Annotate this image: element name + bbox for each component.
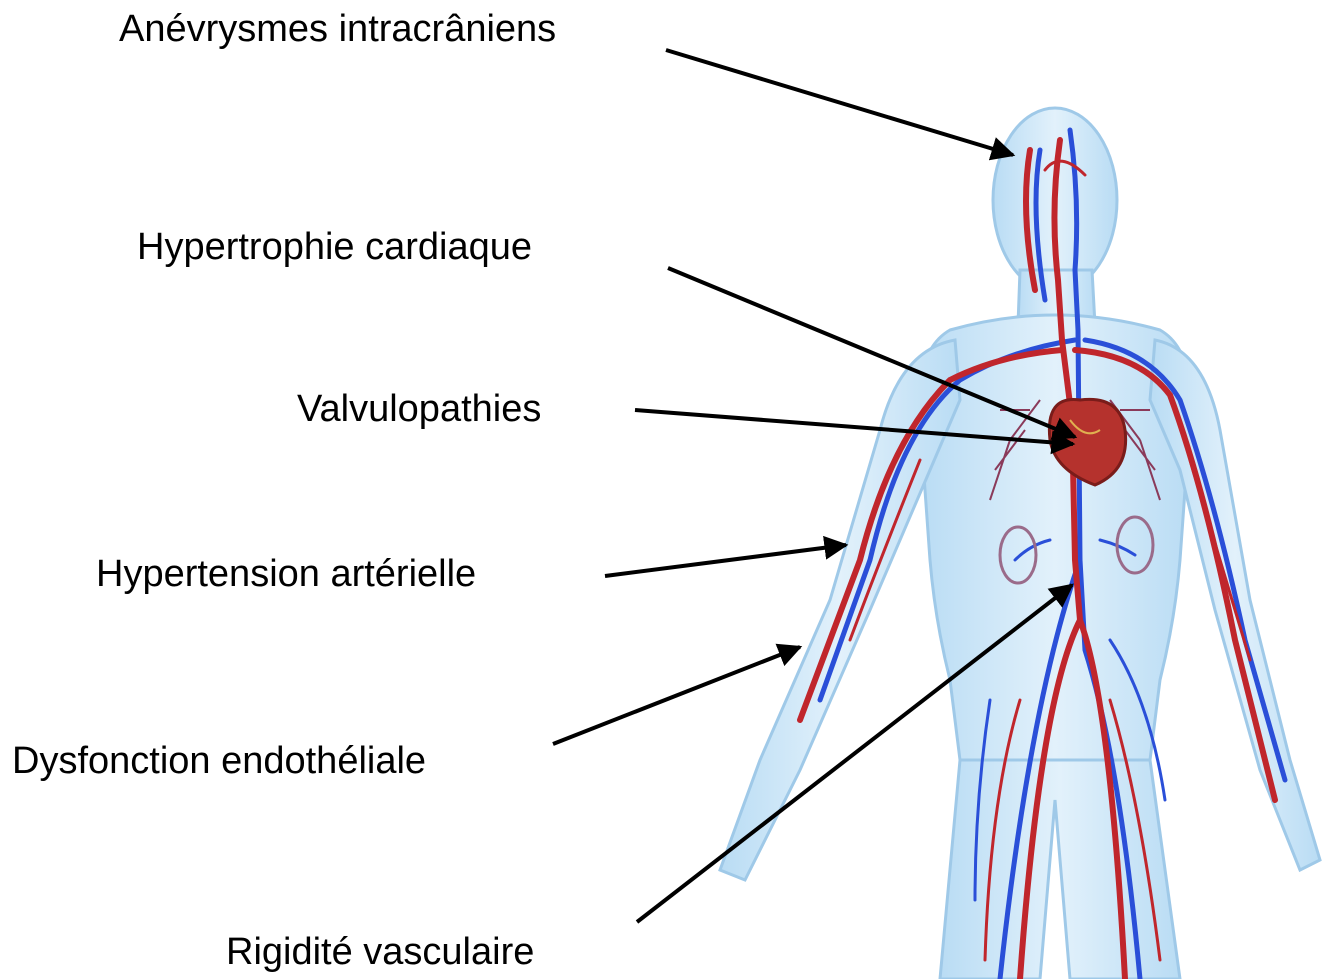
body-silhouette [720, 108, 1320, 979]
label-hypertension: Hypertension artérielle [96, 555, 476, 593]
label-aneurysms: Anévrysmes intracrâniens [119, 10, 556, 48]
label-endothelial-dysfunction: Dysfonction endothéliale [12, 742, 426, 780]
label-cardiac-hypertrophy: Hypertrophie cardiaque [137, 228, 532, 266]
label-valvulopathies: Valvulopathies [297, 390, 541, 428]
label-vascular-rigidity: Rigidité vasculaire [226, 933, 534, 971]
